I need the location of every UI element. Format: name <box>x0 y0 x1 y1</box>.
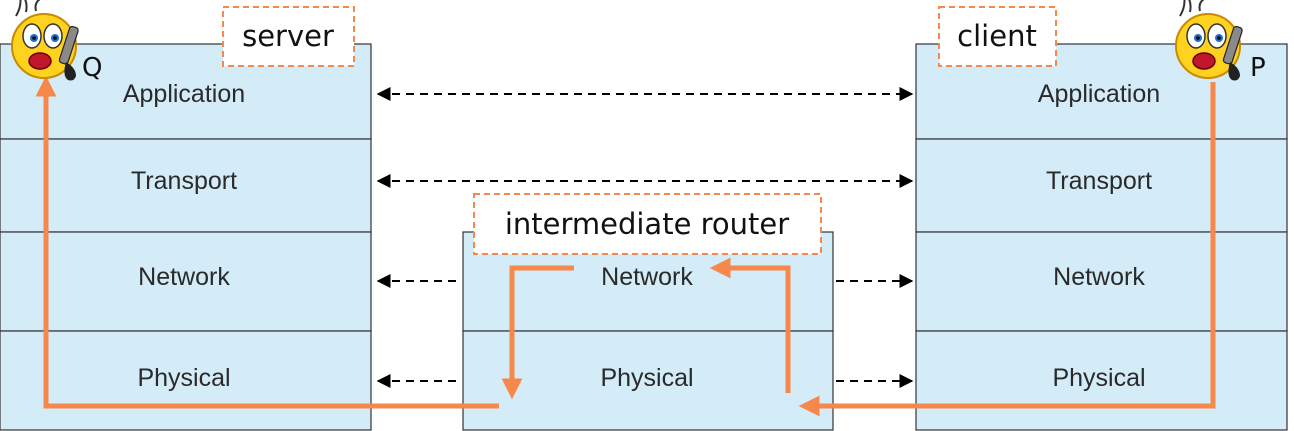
client-layer-network <box>915 231 1288 332</box>
data-path-client-to-router <box>798 82 1216 417</box>
router-tag: intermediate router <box>473 193 822 255</box>
router-layer-physical <box>462 330 834 431</box>
client-layer-application-label: Application <box>1038 80 1160 108</box>
server-node-label: Q <box>82 53 102 83</box>
data-path <box>35 75 1216 417</box>
phone-call-emoji-icon <box>11 0 79 81</box>
server-layer-network-label: Network <box>138 263 230 291</box>
data-path-router-to-server <box>35 75 499 409</box>
client-layer-physical <box>915 330 1288 431</box>
server-tag: server <box>222 6 355 67</box>
server-tag-label: server <box>242 19 334 53</box>
client-layer-physical-label: Physical <box>1052 364 1145 392</box>
server-layer-application-label: Application <box>123 80 245 108</box>
client-layer-transport-label: Transport <box>1046 167 1152 195</box>
router-layer-network-label: Network <box>601 263 693 291</box>
server-layer-physical <box>0 330 372 431</box>
phone-call-emoji-icon <box>1175 0 1243 81</box>
data-path-router-down <box>501 265 574 400</box>
server-layer-transport-label: Transport <box>131 167 237 195</box>
client-tag-label: client <box>957 19 1037 53</box>
client-layer-network-label: Network <box>1053 263 1145 291</box>
router-stack: Network Physical <box>462 231 834 431</box>
server-layer-network <box>0 231 372 332</box>
client-tag: client <box>938 6 1057 67</box>
router-tag-label: intermediate router <box>505 207 789 241</box>
client-layer-transport <box>915 138 1288 233</box>
router-layer-physical-label: Physical <box>600 364 693 392</box>
server-layer-transport <box>0 138 372 233</box>
server-layer-physical-label: Physical <box>137 364 230 392</box>
client-stack: Application Transport Network Physical <box>915 43 1288 431</box>
server-stack: Application Transport Network Physical <box>0 43 372 431</box>
data-path-router-up <box>709 257 791 393</box>
client-node-label: P <box>1250 53 1266 83</box>
peer-arrows <box>376 87 914 388</box>
